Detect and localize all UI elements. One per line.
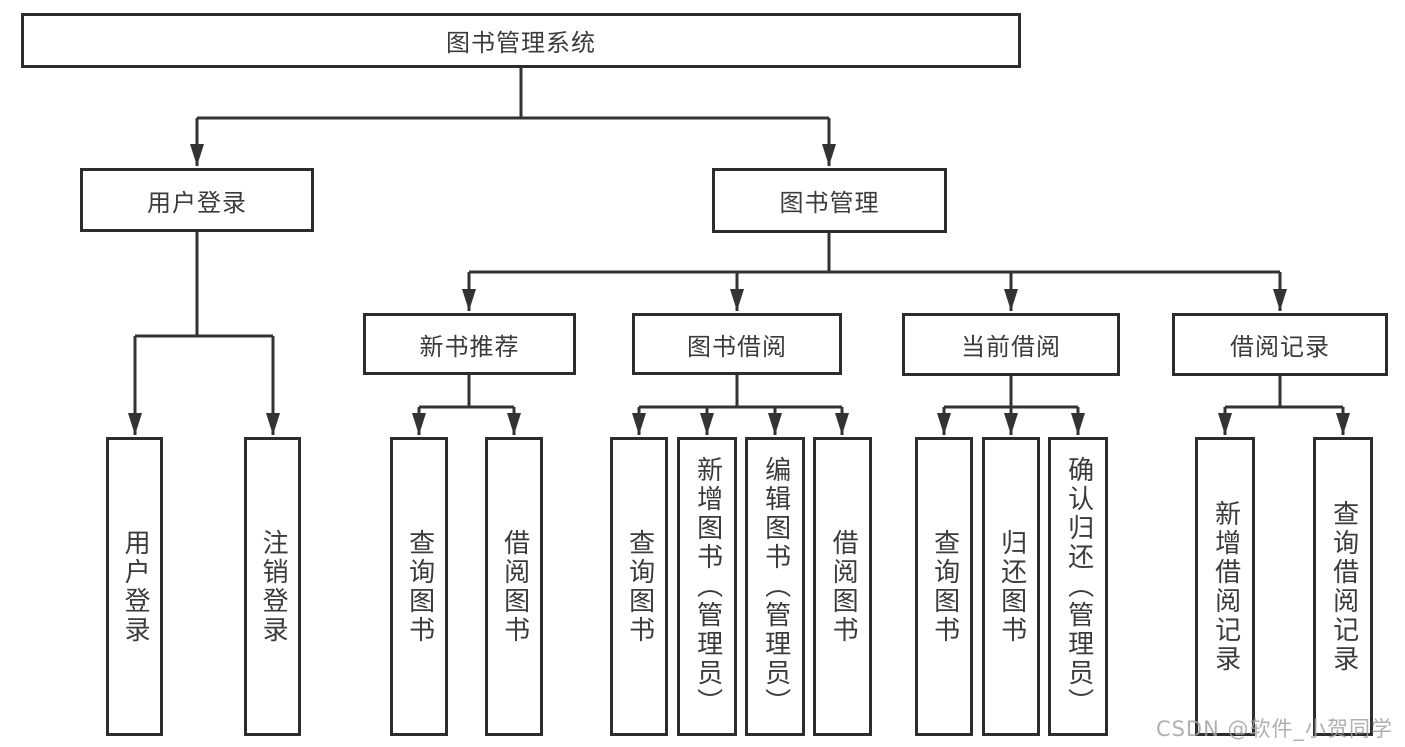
leaf-return-book: 归还图书 [982, 437, 1040, 736]
leaf-query-borrow-record: 查询借阅记录 [1313, 437, 1373, 736]
leaf-confirm-return-admin: 确认归还（管理员） [1048, 437, 1108, 736]
leaf-add-book-admin: 新增图书（管理员） [677, 437, 737, 736]
node-book-borrowing: 图书借阅 [632, 313, 842, 375]
leaf-query-books-1: 查询图书 [390, 437, 448, 736]
node-user-login: 用户登录 [80, 168, 314, 232]
leaf-query-books-2: 查询图书 [610, 437, 668, 736]
node-book-management: 图书管理 [712, 168, 947, 233]
leaf-logout: 注销登录 [244, 437, 301, 736]
leaf-add-borrow-record: 新增借阅记录 [1195, 437, 1255, 736]
leaf-query-books-3: 查询图书 [915, 437, 973, 736]
node-current-borrowing: 当前借阅 [902, 313, 1120, 376]
node-borrowing-records: 借阅记录 [1172, 313, 1388, 376]
leaf-user-login: 用户登录 [106, 437, 163, 736]
csdn-watermark: CSDN @软件_小贺同学 [1155, 717, 1393, 741]
node-new-book-recommendation: 新书推荐 [363, 313, 576, 375]
leaf-borrow-books-1: 借阅图书 [485, 437, 543, 736]
node-root-library-system: 图书管理系统 [21, 13, 1021, 68]
leaf-borrow-books-2: 借阅图书 [813, 437, 872, 736]
leaf-edit-book-admin: 编辑图书（管理员） [745, 437, 805, 736]
